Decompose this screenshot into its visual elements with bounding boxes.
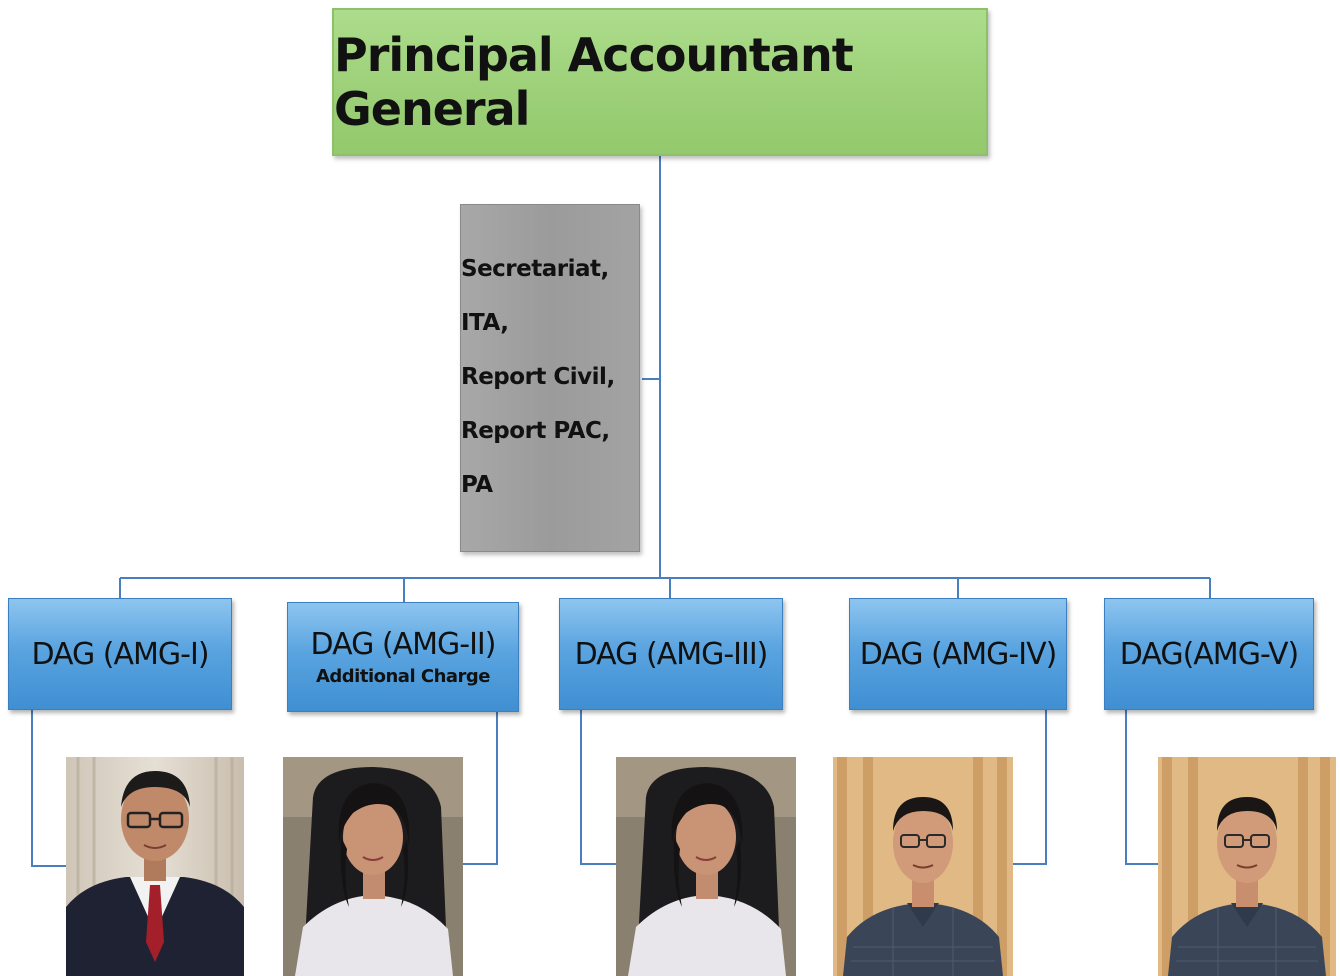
secretariat-item: Report PAC, [461, 418, 610, 444]
secretariat-list: Secretariat, ITA, Report Civil, Report P… [461, 253, 615, 523]
dag-sublabel: Additional Charge [315, 666, 491, 687]
dag4-photo-connector [1012, 710, 1047, 865]
root-title: Principal Accountant General [334, 28, 854, 136]
portrait-man-suit-icon [66, 757, 244, 976]
dag-label: DAG (AMG-II) [310, 627, 497, 662]
secretariat-item: Secretariat, [461, 256, 609, 282]
dag-label: DAG (AMG-IV) [859, 636, 1058, 672]
dag-node-amg-1: DAG (AMG-I) [8, 598, 232, 710]
secretariat-node-box: Secretariat, ITA, Report Civil, Report P… [460, 204, 640, 552]
dag1-photo-connector [31, 710, 66, 867]
secretariat-item: PA [461, 472, 493, 498]
portrait-woman-icon [616, 757, 796, 976]
portrait-woman-icon [283, 757, 463, 976]
dag-label: DAG (AMG-I) [31, 636, 209, 672]
dag-label: DAG (AMG-III) [574, 636, 769, 672]
dag-label: DAG(AMG-V) [1119, 636, 1299, 672]
dag-node-amg-5: DAG(AMG-V) [1104, 598, 1314, 710]
dag5-photo-connector [1125, 710, 1158, 865]
dag-node-amg-2: DAG (AMG-II) Additional Charge [287, 602, 519, 712]
dag-node-amg-3: DAG (AMG-III) [559, 598, 783, 710]
root-node-box: Principal Accountant General [332, 8, 988, 156]
dag3-photo-connector [580, 710, 616, 865]
secretariat-item: ITA, [461, 310, 509, 336]
portrait-man-shirt-icon [1158, 757, 1336, 976]
portrait-man-shirt-icon [833, 757, 1013, 976]
dag-node-amg-4: DAG (AMG-IV) [849, 598, 1067, 710]
secretariat-item: Report Civil, [461, 364, 615, 390]
dag2-photo-connector [462, 712, 498, 865]
